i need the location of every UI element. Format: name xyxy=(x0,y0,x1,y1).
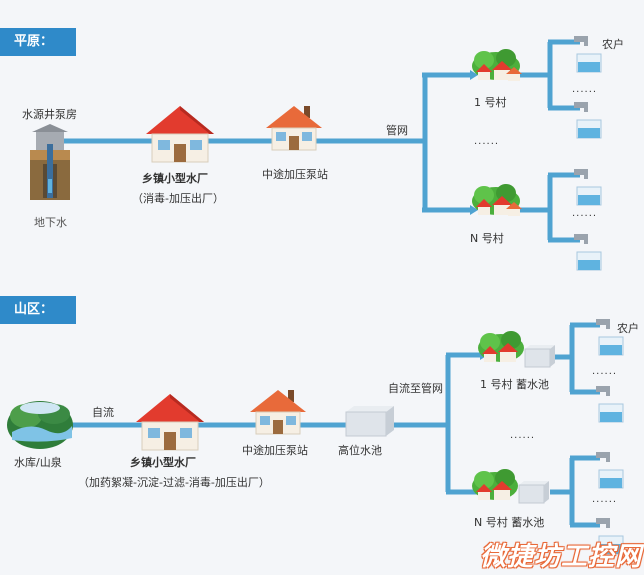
mountain-tap-na-icon xyxy=(596,452,624,489)
mountain-section-tag: 山区： xyxy=(0,296,76,324)
mountain-village-1-icon xyxy=(478,331,524,362)
reservoir-label: 水库/山泉 xyxy=(14,456,62,469)
mountain-village-1-label: 1 号村 蓄水池 xyxy=(480,378,549,391)
plain-plant-name: 乡镇小型水厂 xyxy=(142,172,208,185)
plain-tap-na-icon xyxy=(574,169,602,206)
plain-tap-1a-icon xyxy=(574,36,602,73)
plain-village-n-label: N 号村 xyxy=(470,232,504,245)
gravity-to-network-label: 自流至管网 xyxy=(388,382,443,395)
plain-booster-label: 中途加压泵站 xyxy=(262,168,328,181)
watermark-logo: 微捷坊工控网 xyxy=(479,542,642,572)
mountain-booster-label: 中途加压泵站 xyxy=(242,444,308,457)
high-reservoir-label: 高位水池 xyxy=(338,444,382,457)
plain-villages-ellipsis: ...... xyxy=(474,136,500,147)
well-pump-label: 水源井泵房 xyxy=(22,108,77,121)
mountain-tap-1b-icon xyxy=(596,386,624,423)
high-level-reservoir-icon xyxy=(345,406,394,437)
mountain-storage-tank-1-icon xyxy=(524,345,555,368)
booster-station-house-icon xyxy=(266,106,322,151)
mountain-village-n-label: N 号村 蓄水池 xyxy=(474,516,545,529)
gravity-label: 自流 xyxy=(92,406,114,419)
mountain-plant-process: （加药絮凝-沉淀-过滤-消毒-加压出厂） xyxy=(78,476,270,489)
mountain-taps-ellipsis-top: ...... xyxy=(592,366,618,377)
booster-station-house-icon xyxy=(250,390,306,435)
plain-village-1-icon xyxy=(472,49,522,81)
mountain-taps-ellipsis-bottom: ...... xyxy=(592,494,618,505)
plain-taps-ellipsis-top: ...... xyxy=(572,84,598,95)
mountain-village-n-icon xyxy=(472,469,518,500)
water-plant-house-icon xyxy=(146,106,214,163)
mountain-plant-name: 乡镇小型水厂 xyxy=(130,456,196,469)
water-plant-house-icon xyxy=(136,394,204,451)
plain-tap-nb-icon xyxy=(574,234,602,271)
plain-section-tag: 平原： xyxy=(0,28,76,56)
groundwater-label: 地下水 xyxy=(34,216,67,229)
plain-network-label: 管网 xyxy=(386,124,408,137)
mountain-farmer-label: 农户 xyxy=(617,322,639,335)
plain-farmer-label: 农户 xyxy=(602,38,624,51)
mountain-tap-nb-icon xyxy=(596,518,624,555)
plain-plant-process: （消毒-加压出厂） xyxy=(132,192,224,205)
mountain-villages-ellipsis: ...... xyxy=(510,430,536,441)
well-pump-house-icon xyxy=(30,124,70,200)
reservoir-landscape-icon xyxy=(7,401,73,449)
mountain-storage-tank-n-icon xyxy=(518,481,549,504)
plain-village-1-label: 1 号村 xyxy=(474,96,507,109)
plain-village-n-icon xyxy=(472,184,522,216)
plain-taps-ellipsis-bottom: ...... xyxy=(572,208,598,219)
mountain-tap-1a-icon xyxy=(596,319,624,356)
plain-tap-1b-icon xyxy=(574,102,602,139)
